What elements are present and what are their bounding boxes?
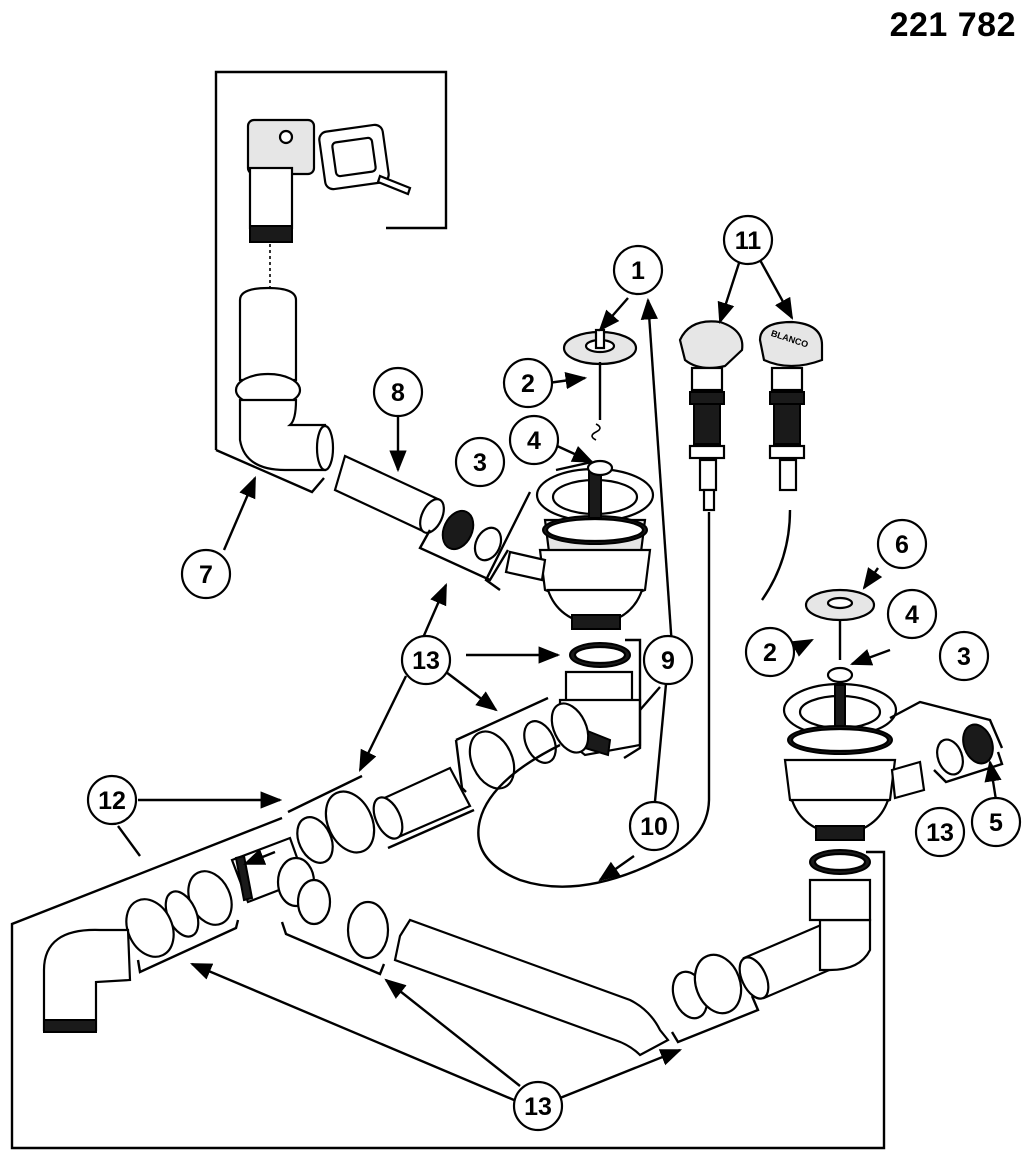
control-knob-left <box>477 320 744 888</box>
callout-label: 13 <box>524 1093 552 1121</box>
strainer-plug-left <box>562 328 638 477</box>
callout-13: 13 <box>914 806 966 858</box>
callout-13: 13 <box>512 1080 564 1132</box>
callout-9: 9 <box>642 634 694 686</box>
callout-1: 1 <box>612 244 664 296</box>
overflow-hose <box>333 454 445 534</box>
callout-2: 2 <box>502 357 554 409</box>
overflow-screw-part <box>376 174 412 196</box>
strainer-waste-left <box>484 460 655 630</box>
leader-lines <box>117 259 1002 1102</box>
callout-label: 13 <box>926 819 954 847</box>
waste-elbow-outlet <box>42 928 132 1033</box>
callout-label: 3 <box>473 449 487 477</box>
hose-nut-seal <box>418 509 510 582</box>
callout-8: 8 <box>372 366 424 418</box>
callout-label: 10 <box>640 813 668 841</box>
callout-label: 11 <box>735 227 762 255</box>
callout-label: 1 <box>631 257 645 285</box>
callout-6: 6 <box>876 518 928 570</box>
callout-4: 4 <box>508 414 560 466</box>
callout-5: 5 <box>970 796 1022 848</box>
callout-label: 6 <box>895 531 909 559</box>
callout-7: 7 <box>180 548 232 600</box>
callout-label: 4 <box>905 601 919 629</box>
callout-label: 2 <box>763 639 777 667</box>
control-knob-right: BLANCO <box>758 320 824 601</box>
callout-13: 13 <box>400 634 452 686</box>
callout-3: 3 <box>454 436 506 488</box>
overflow-head-part <box>246 118 316 176</box>
callout-label: 9 <box>661 647 675 675</box>
callout-label: 5 <box>989 809 1003 837</box>
left-branch-pipe <box>287 696 590 864</box>
callout-label: 12 <box>98 787 126 815</box>
overflow-assembly <box>214 70 448 494</box>
callout-4: 4 <box>886 588 938 640</box>
callout-2: 2 <box>744 626 796 678</box>
overflow-thread-part <box>249 225 293 243</box>
tee-junction <box>125 836 390 976</box>
callout-11: 11 <box>722 214 774 266</box>
callout-label: 3 <box>957 643 971 671</box>
bottom-drain-pipe <box>393 918 872 1057</box>
overflow-tube-part <box>238 286 298 382</box>
part-number: 221 782 <box>889 6 1016 44</box>
callout-3: 3 <box>938 630 990 682</box>
overflow-elbow-part <box>238 398 327 472</box>
nut-part <box>586 459 614 477</box>
callout-label: 13 <box>412 647 440 675</box>
callout-label: 7 <box>199 561 213 589</box>
callout-label: 4 <box>527 427 541 455</box>
callout-12: 12 <box>86 774 138 826</box>
callout-10: 10 <box>628 800 680 852</box>
callout-label: 2 <box>521 370 535 398</box>
strainer-waste-right <box>10 588 1004 1150</box>
callout-label: 8 <box>391 379 405 407</box>
